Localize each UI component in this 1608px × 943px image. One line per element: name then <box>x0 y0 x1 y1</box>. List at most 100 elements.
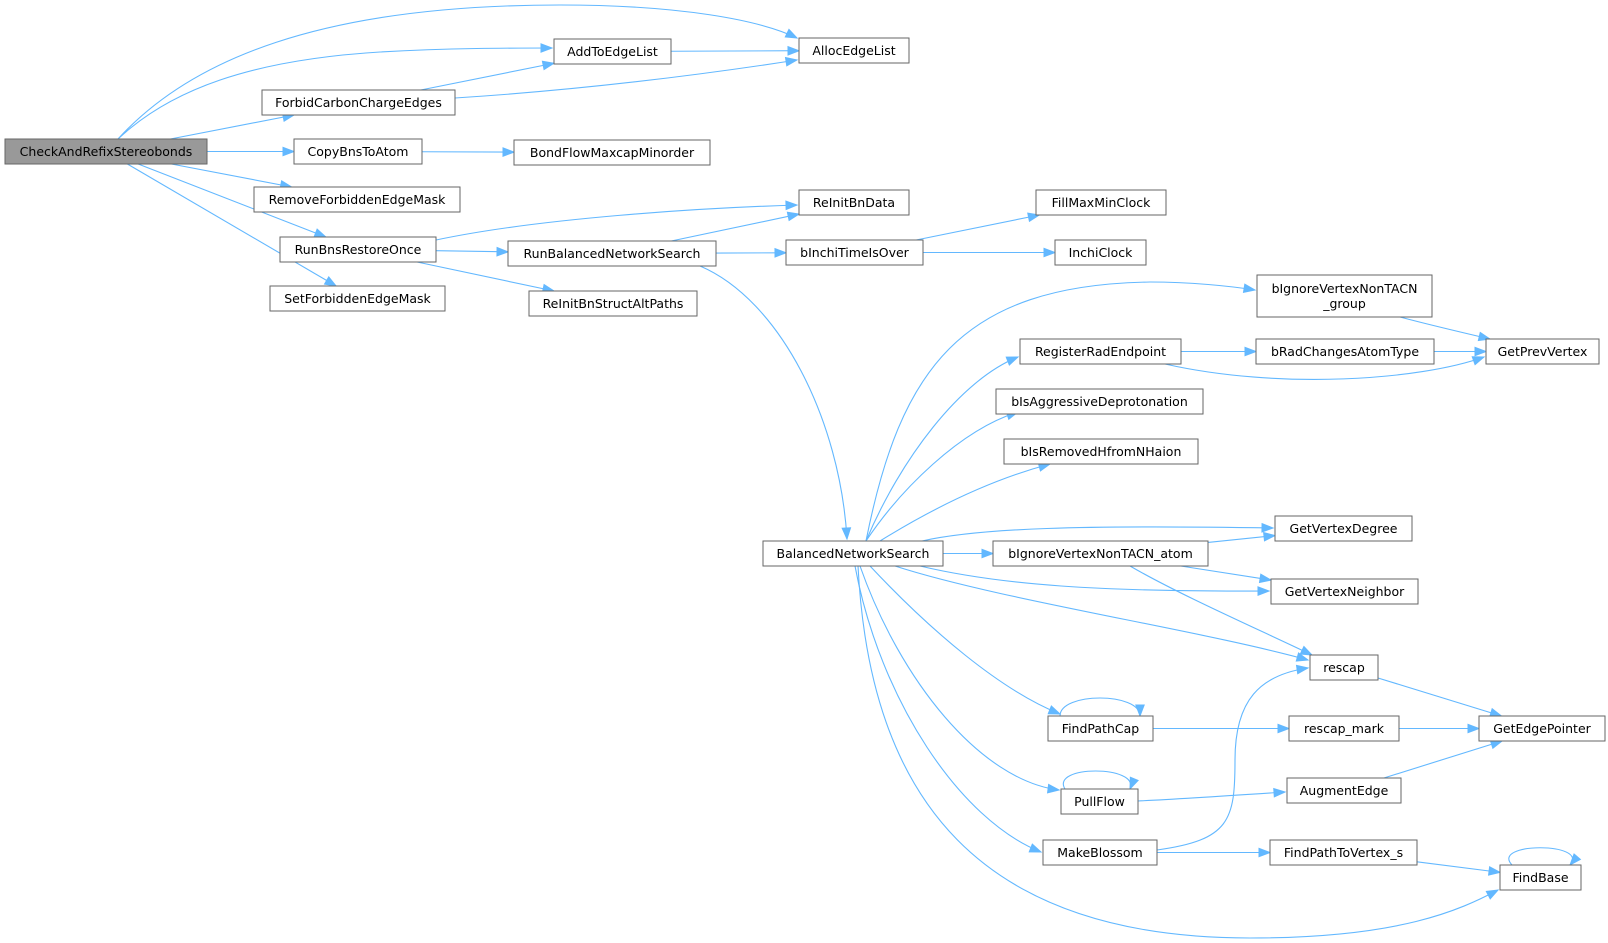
function-node-box <box>798 37 910 64</box>
function-node-ReInitBnStructAltPaths[interactable]: ReInitBnStructAltPaths <box>528 290 698 317</box>
call-edge-FindPathToVertex_s-to-FindBase <box>1416 861 1502 876</box>
call-edges <box>117 4 1582 939</box>
function-node-FindBase[interactable]: FindBase <box>1499 864 1582 891</box>
function-node-label: AugmentEdge <box>1300 783 1389 798</box>
call-edge-CheckAndRefixStereobonds-to-ForbidCarbonChargeEdges <box>170 112 296 140</box>
function-node-GetVertexNeighbor[interactable]: GetVertexNeighbor <box>1270 578 1419 605</box>
function-node-label: FindBase <box>1512 870 1568 885</box>
function-node-box <box>4 138 208 165</box>
function-node-rescap_mark[interactable]: rescap_mark <box>1288 715 1400 742</box>
function-node-label: GetPrevVertex <box>1498 344 1588 359</box>
function-node-SetForbiddenEdgeMask[interactable]: SetForbiddenEdgeMask <box>269 285 446 312</box>
function-node-label: GetEdgePointer <box>1493 721 1591 736</box>
function-node-label: FillMaxMinClock <box>1052 195 1151 210</box>
function-node-bIgnoreVertexNonTACN_atom[interactable]: bIgnoreVertexNonTACN_atom <box>992 540 1209 567</box>
function-node-AddToEdgeList[interactable]: AddToEdgeList <box>553 38 672 65</box>
function-node-AugmentEdge[interactable]: AugmentEdge <box>1286 777 1402 804</box>
call-edge-FindBase-to-FindBase <box>1508 847 1582 867</box>
function-node-PullFlow[interactable]: PullFlow <box>1060 788 1139 815</box>
call-edge-bRadChangesAtomType-to-GetPrevVertex <box>1434 346 1488 357</box>
call-edge-RunBnsRestoreOnce-to-ReInitBnData <box>435 200 799 241</box>
call-edge-MakeBlossom-to-FindPathToVertex_s <box>1157 847 1272 858</box>
function-node-bRadChangesAtomType[interactable]: bRadChangesAtomType <box>1255 338 1435 365</box>
function-node-label: FindPathToVertex_s <box>1284 845 1403 860</box>
function-node-rescap[interactable]: rescap <box>1309 654 1379 681</box>
function-node-box <box>253 186 461 213</box>
function-node-BalancedNetworkSearch[interactable]: BalancedNetworkSearch <box>762 540 944 567</box>
function-node-box <box>798 189 910 216</box>
function-node-FindPathCap[interactable]: FindPathCap <box>1047 715 1154 742</box>
function-node-InchiClock[interactable]: InchiClock <box>1054 239 1147 266</box>
call-edge-rescap_mark-to-GetEdgePointer <box>1399 723 1481 734</box>
function-node-label: CheckAndRefixStereobonds <box>20 144 193 159</box>
call-edge-CheckAndRefixStereobonds-to-CopyBnsToAtom <box>207 146 296 157</box>
function-node-GetEdgePointer[interactable]: GetEdgePointer <box>1478 715 1606 742</box>
function-node-label: InchiClock <box>1069 245 1134 260</box>
function-node-AllocEdgeList[interactable]: AllocEdgeList <box>798 37 910 64</box>
function-node-box <box>1286 777 1402 804</box>
function-node-box <box>1047 715 1154 742</box>
function-node-ReInitBnData[interactable]: ReInitBnData <box>798 189 910 216</box>
function-node-label: GetVertexNeighbor <box>1285 584 1405 599</box>
call-edge-RunBalancedNetworkSearch-to-bInchiTimeIsOver <box>715 247 788 258</box>
call-edge-AddToEdgeList-to-AllocEdgeList <box>670 45 801 56</box>
call-edge-bIgnoreVertexNonTACN_group-to-GetPrevVertex <box>1399 316 1492 342</box>
function-node-box <box>1256 274 1433 318</box>
function-node-label: FindPathCap <box>1062 721 1139 736</box>
function-node-ForbidCarbonChargeEdges[interactable]: ForbidCarbonChargeEdges <box>261 89 456 116</box>
function-node-MakeBlossom[interactable]: MakeBlossom <box>1042 839 1158 866</box>
function-node-box <box>1309 654 1379 681</box>
call-edge-bIgnoreVertexNonTACN_atom-to-GetVertexNeighbor <box>1180 565 1273 584</box>
function-node-bIgnoreVertexNonTACN_group[interactable]: bIgnoreVertexNonTACN_group <box>1256 274 1433 318</box>
function-node-bInchiTimeIsOver[interactable]: bInchiTimeIsOver <box>785 239 924 266</box>
function-node-BondFlowMaxcapMinorder[interactable]: BondFlowMaxcapMinorder <box>513 139 711 166</box>
function-node-box <box>1269 839 1418 866</box>
function-node-CheckAndRefixStereobonds[interactable]: CheckAndRefixStereobonds <box>4 138 208 165</box>
function-node-box <box>1054 239 1147 266</box>
function-node-label: RemoveForbiddenEdgeMask <box>269 192 447 207</box>
function-node-label: RunBalancedNetworkSearch <box>524 246 701 261</box>
function-node-label: BalancedNetworkSearch <box>777 546 930 561</box>
function-node-RunBnsRestoreOnce[interactable]: RunBnsRestoreOnce <box>279 236 437 263</box>
call-edge-ForbidCarbonChargeEdges-to-AllocEdgeList <box>454 56 799 99</box>
function-node-FindPathToVertex_s[interactable]: FindPathToVertex_s <box>1269 839 1418 866</box>
call-edge-BalancedNetworkSearch-to-FindPathCap <box>869 565 1062 715</box>
function-node-GetPrevVertex[interactable]: GetPrevVertex <box>1485 338 1600 365</box>
call-edge-BalancedNetworkSearch-to-bIsRemovedHfromNHaion <box>879 462 1052 542</box>
function-node-box <box>785 239 924 266</box>
function-nodes: CheckAndRefixStereobonds AddToEdgeList All… <box>4 37 1606 891</box>
function-node-box <box>992 540 1209 567</box>
call-edge-CopyBnsToAtom-to-BondFlowMaxcapMinorder <box>421 147 516 157</box>
function-node-box <box>513 139 711 166</box>
function-node-FillMaxMinClock[interactable]: FillMaxMinClock <box>1035 189 1167 216</box>
call-edge-CheckAndRefixStereobonds-to-AllocEdgeList <box>117 4 799 140</box>
function-node-RunBalancedNetworkSearch[interactable]: RunBalancedNetworkSearch <box>507 240 717 267</box>
function-node-RegisterRadEndpoint[interactable]: RegisterRadEndpoint <box>1019 338 1182 365</box>
call-edge-rescap-to-GetEdgePointer <box>1377 677 1503 718</box>
call-edge-CheckAndRefixStereobonds-to-AddToEdgeList <box>117 43 554 140</box>
call-edge-RunBnsRestoreOnce-to-RunBalancedNetworkSearch <box>435 246 510 257</box>
call-edge-RunBalancedNetworkSearch-to-ReInitBnData <box>671 211 801 242</box>
function-node-box <box>1270 578 1419 605</box>
function-node-box <box>1288 715 1400 742</box>
function-node-GetVertexDegree[interactable]: GetVertexDegree <box>1274 515 1413 542</box>
call-edge-CheckAndRefixStereobonds-to-SetForbiddenEdgeMask <box>127 163 338 287</box>
call-edge-RunBalancedNetworkSearch-to-BalancedNetworkSearch <box>699 265 852 541</box>
function-node-box <box>1060 788 1139 815</box>
function-node-bIsRemovedHfromNHaion[interactable]: bIsRemovedHfromNHaion <box>1003 438 1199 465</box>
call-edge-BalancedNetworkSearch-to-bIsAggressiveDeprotonation <box>865 410 1020 542</box>
function-node-box <box>293 138 423 165</box>
call-edge-BalancedNetworkSearch-to-bIgnoreVertexNonTACN_group <box>865 281 1257 542</box>
function-node-label: bIgnoreVertexNonTACN_atom <box>1008 546 1193 561</box>
call-edge-PullFlow-to-PullFlow <box>1062 770 1139 791</box>
function-node-RemoveForbiddenEdgeMask[interactable]: RemoveForbiddenEdgeMask <box>253 186 461 213</box>
function-node-bIsAggressiveDeprotonation[interactable]: bIsAggressiveDeprotonation <box>995 388 1204 415</box>
function-node-box <box>553 38 672 65</box>
function-node-label: GetVertexDegree <box>1290 521 1398 536</box>
function-node-label: _group <box>1322 296 1366 311</box>
function-node-label: ForbidCarbonChargeEdges <box>275 95 442 110</box>
call-edge-RegisterRadEndpoint-to-bRadChangesAtomType <box>1181 346 1258 357</box>
function-node-CopyBnsToAtom[interactable]: CopyBnsToAtom <box>293 138 423 165</box>
call-edge-bIgnoreVertexNonTACN_atom-to-rescap <box>1129 565 1314 656</box>
